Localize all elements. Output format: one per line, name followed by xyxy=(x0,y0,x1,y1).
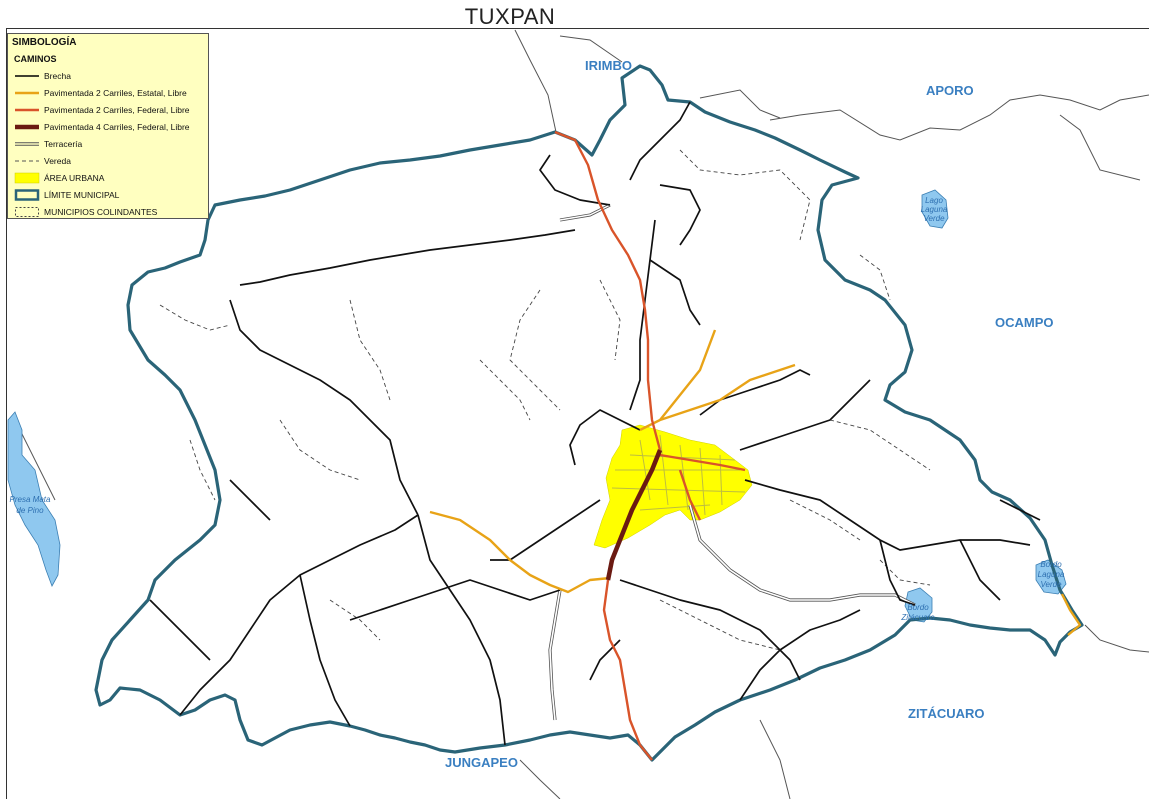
roads-vereda xyxy=(159,149,931,651)
neighbor-boundary-irimbo xyxy=(514,29,557,133)
neighbor-boundary-aporo-ocampo xyxy=(1059,114,1141,181)
federal-4-line-icon xyxy=(14,121,40,133)
label-irimbo: IRIMBO xyxy=(585,58,632,73)
label-bordo-laguna-verde-1: Bordo xyxy=(1040,560,1062,569)
municipality-labels: IRIMBO APORO OCAMPO ZITÁCUARO JUNGAPEO xyxy=(445,58,1054,770)
presa-mata-de-pino xyxy=(7,411,61,587)
label-lago-laguna-verde-1: Lago xyxy=(925,196,943,205)
neighbor-boundary-aporo xyxy=(699,89,781,119)
municipal-boundary-icon xyxy=(14,188,40,201)
legend-label: Vereda xyxy=(44,155,71,166)
legend: SIMBOLOGÍA CAMINOS Brecha Pavimentada 2 … xyxy=(7,33,209,219)
roads-terraceria xyxy=(548,203,916,721)
legend-item-municipios-colindantes: MUNICIPIOS COLINDANTES xyxy=(8,203,208,220)
lago-laguna-verde xyxy=(921,189,949,229)
water-bodies xyxy=(7,189,1067,623)
roads-federal-2-lanes xyxy=(554,130,746,761)
label-lago-laguna-verde-3: Verde xyxy=(923,214,945,223)
federal-2-line-icon xyxy=(14,104,40,116)
label-presa-mata-de-pino-1: Presa Mata xyxy=(10,495,51,504)
label-presa-mata-de-pino-2: de Pino xyxy=(16,506,44,515)
legend-item-estatal: Pavimentada 2 Carriles, Estatal, Libre xyxy=(8,84,208,101)
roads-federal-4-lanes xyxy=(605,449,663,581)
urban-area-icon xyxy=(14,172,40,184)
map-frame xyxy=(6,28,1149,799)
legend-item-area-urbana: ÁREA URBANA xyxy=(8,169,208,186)
municipal-boundary xyxy=(94,64,1084,762)
label-bordo-zitacuaro-1: Bordo xyxy=(907,603,929,612)
label-aporo: APORO xyxy=(926,83,974,98)
water-labels: Presa Mata de Pino Lago Laguna Verde Bor… xyxy=(10,196,1065,622)
legend-item-limite-municipal: LÍMITE MUNICIPAL xyxy=(8,186,208,203)
vereda-line-icon xyxy=(14,155,40,167)
legend-label: Pavimentada 2 Carriles, Estatal, Libre xyxy=(44,87,187,98)
legend-item-vereda: Vereda xyxy=(8,152,208,169)
estatal-line-icon xyxy=(14,87,40,99)
legend-label: MUNICIPIOS COLINDANTES xyxy=(44,206,158,217)
label-bordo-zitacuaro-2: Zitácuaro xyxy=(900,613,935,622)
legend-section-title: CAMINOS xyxy=(14,54,57,64)
neighbor-municipality-icon xyxy=(14,206,40,218)
urban-streets xyxy=(611,434,746,516)
legend-item-brecha: Brecha xyxy=(8,67,208,84)
legend-label: LÍMITE MUNICIPAL xyxy=(44,189,120,200)
urban-area xyxy=(593,424,753,549)
neighbor-boundary-aporo-north xyxy=(769,94,1149,141)
legend-label: Terracería xyxy=(44,138,83,149)
terraceria-line-icon xyxy=(14,138,40,150)
legend-label: Brecha xyxy=(44,70,71,81)
label-bordo-laguna-verde-3: Verde xyxy=(1040,580,1062,589)
neighbor-boundary-se xyxy=(1084,624,1149,653)
map-title: TUXPAN xyxy=(464,4,556,29)
label-jungapeo: JUNGAPEO xyxy=(445,755,518,770)
roads-brecha xyxy=(149,101,1041,746)
roads-estatal xyxy=(429,329,1082,636)
legend-label: ÁREA URBANA xyxy=(44,172,105,183)
label-bordo-laguna-verde-2: Laguna xyxy=(1038,570,1065,579)
neighbor-boundary-irimbo-east xyxy=(559,35,623,63)
legend-label: Pavimentada 4 Carriles, Federal, Libre xyxy=(44,121,190,132)
label-lago-laguna-verde-2: Laguna xyxy=(921,205,948,214)
brecha-line-icon xyxy=(14,70,40,82)
label-ocampo: OCAMPO xyxy=(995,315,1054,330)
neighbor-boundary-zitacuaro xyxy=(759,719,791,799)
legend-label: Pavimentada 2 Carriles, Federal, Libre xyxy=(44,104,190,115)
legend-item-federal-4: Pavimentada 4 Carriles, Federal, Libre xyxy=(8,118,208,135)
neighbor-boundaries xyxy=(14,29,1149,799)
label-zitacuaro: ZITÁCUARO xyxy=(908,706,985,721)
legend-title: SIMBOLOGÍA xyxy=(12,37,77,48)
legend-item-federal-2: Pavimentada 2 Carriles, Federal, Libre xyxy=(8,101,208,118)
neighbor-boundary-jungapeo xyxy=(519,759,561,799)
legend-item-terraceria: Terracería xyxy=(8,135,208,152)
